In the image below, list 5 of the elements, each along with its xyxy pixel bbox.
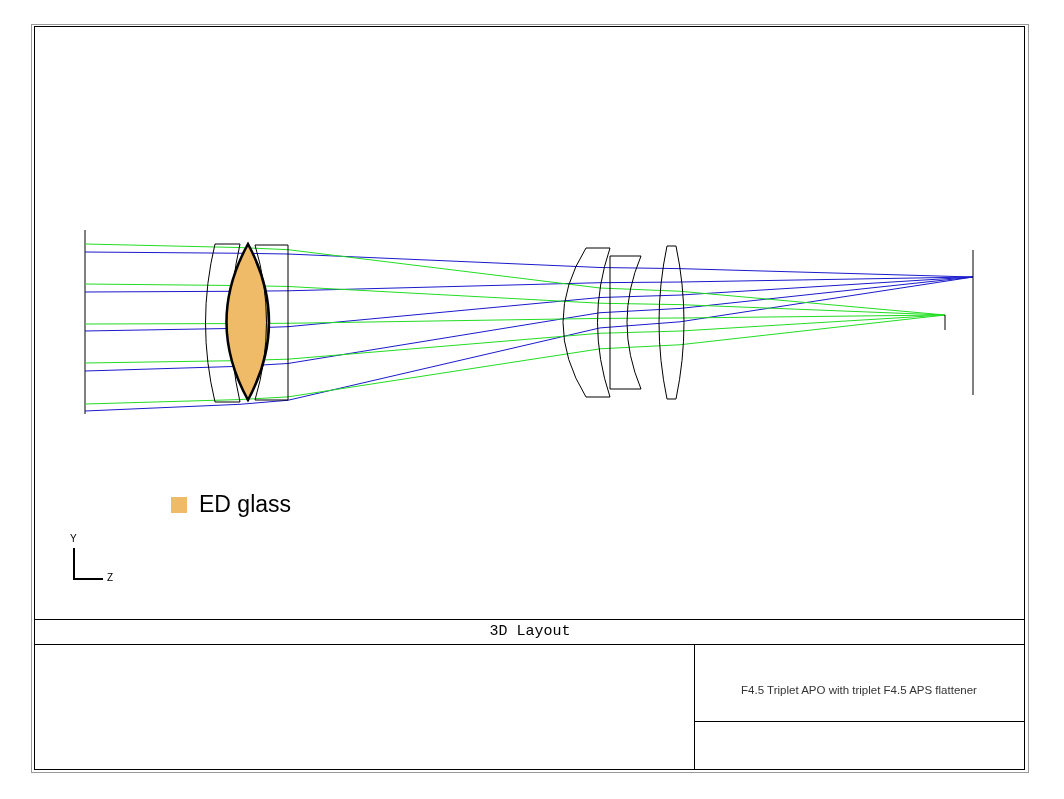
legend-label: ED glass: [199, 493, 292, 516]
layout-title: 3D Layout: [488, 624, 572, 639]
axis-label: Z: [107, 573, 114, 583]
system-description: F4.5 Triplet APO with triplet F4.5 APS flattener: [740, 683, 978, 698]
axis-label: Y: [70, 534, 77, 544]
